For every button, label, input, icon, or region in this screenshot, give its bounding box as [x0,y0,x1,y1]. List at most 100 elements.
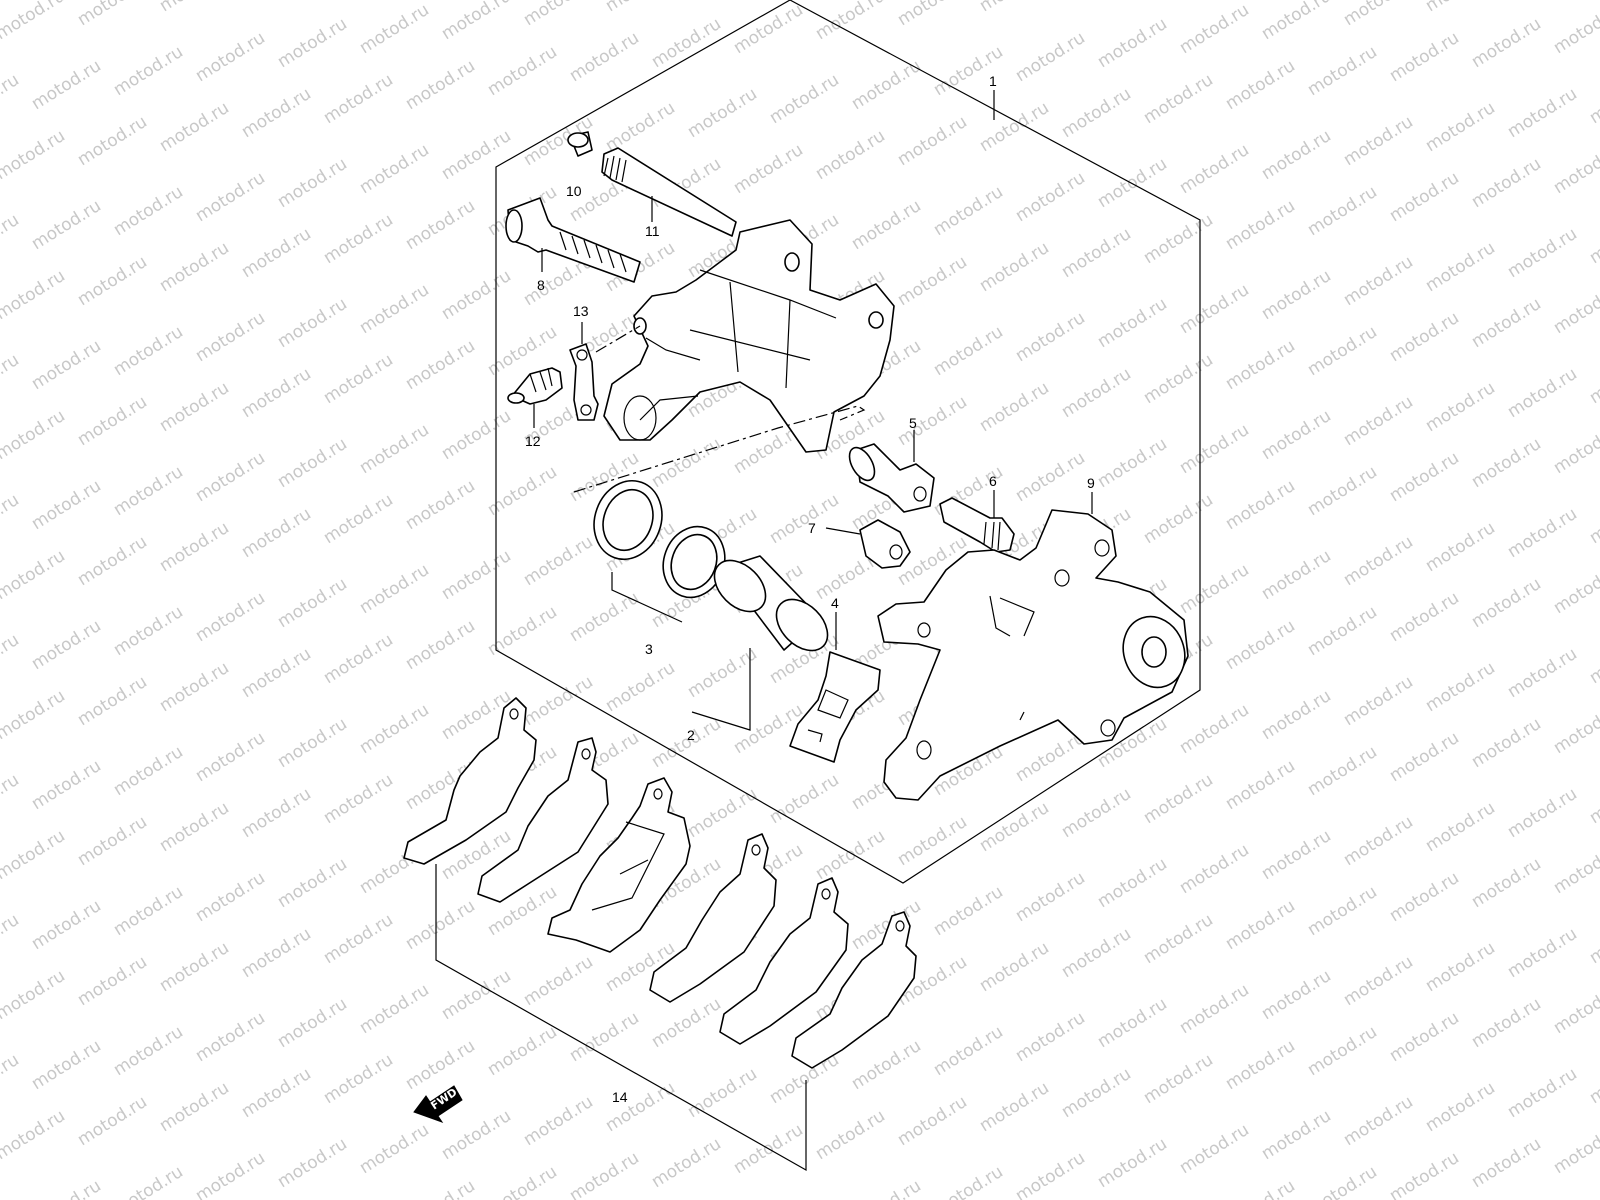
watermark-text: motod.ru [356,1120,433,1178]
watermark-text: motod.ru [192,308,269,366]
watermark-text: motod.ru [1422,238,1499,296]
caliper-body [603,219,895,453]
watermark-text: motod.ru [684,784,761,842]
watermark-text: motod.ru [1140,70,1217,128]
watermark-text: motod.ru [1340,812,1417,870]
watermark-text: motod.ru [848,56,925,114]
watermark-text: motod.ru [1058,224,1135,282]
watermark-text: motod.ru [484,42,561,100]
watermark-text: motod.ru [1504,644,1581,702]
watermark-text: motod.ru [648,434,725,492]
sleeve-bolt-6 [939,497,1015,553]
watermark-text: motod.ru [156,238,233,296]
watermark-text: motod.ru [74,952,151,1010]
watermark-text: motod.ru [238,364,315,422]
watermark-text: motod.ru [1258,0,1335,44]
watermark-text: motod.ru [156,938,233,996]
watermark-text: motod.ru [520,532,597,590]
watermark-text: motod.ru [766,70,843,128]
watermark-text: motod.ru [0,546,69,604]
watermark-text: motod.ru [1258,826,1335,884]
assembly-box-outline [495,0,1201,884]
watermark-text: motod.ru [1386,588,1463,646]
watermark-text: motod.ru [1304,1022,1381,1080]
watermark-text: motod.ru [438,266,515,324]
watermark-text: motod.ru [976,1078,1053,1136]
watermark-text: motod.ru [156,98,233,156]
watermark-text: motod.ru [602,1078,679,1136]
watermark-text: motod.ru [1176,700,1253,758]
watermark-text: motod.ru [1422,378,1499,436]
watermark-text: motod.ru [730,0,807,58]
watermark-text: motod.ru [730,700,807,758]
watermark-text: motod.ru [0,1106,69,1164]
watermark-text: motod.ru [74,392,151,450]
watermark-text: motod.ru [438,126,515,184]
watermark-text: motod.ru [356,140,433,198]
watermark-text: motod.ru [0,826,69,884]
watermark-text: motod.ru [1468,294,1545,352]
watermark-text: motod.ru [1258,126,1335,184]
watermark-text: motod.ru [1550,140,1600,198]
piston [713,555,829,652]
watermark-text: motod.ru [0,406,69,464]
watermark-text: motod.ru [192,728,269,786]
watermark-text: motod.ru [1176,560,1253,618]
watermark-text: motod.ru [1586,490,1600,548]
watermark-text: motod.ru [402,1036,479,1094]
watermark-text: motod.ru [1550,0,1600,58]
watermark-text: motod.ru [192,168,269,226]
watermark-text: motod.ru [274,854,351,912]
watermark-text: motod.ru [0,910,23,968]
watermark-text: motod.ru [1340,672,1417,730]
watermark-text: motod.ru [1304,742,1381,800]
watermark-text: motod.ru [520,1092,597,1150]
watermark-text: motod.ru [848,196,925,254]
watermark-text: motod.ru [0,1050,23,1108]
watermark-text: motod.ru [566,1008,643,1066]
watermark-text: motod.ru [930,882,1007,940]
watermark-text: motod.ru [1386,308,1463,366]
watermark-text: motod.ru [402,616,479,674]
watermark-text: motod.ru [848,1176,925,1200]
watermark-text: motod.ru [930,1162,1007,1200]
callout-label-3: 3 [645,641,653,657]
watermark-text: motod.ru [976,798,1053,856]
watermark-text: motod.ru [274,994,351,1052]
watermark-text: motod.ru [1386,28,1463,86]
watermark-text: motod.ru [730,140,807,198]
watermark-text: motod.ru [930,322,1007,380]
watermark-text: motod.ru [1176,980,1253,1038]
watermark-text: motod.ru [1258,686,1335,744]
watermark-text: motod.ru [1504,364,1581,422]
watermark-text: motod.ru [1550,980,1600,1038]
watermark-text: motod.ru [1468,994,1545,1052]
watermark-text: motod.ru [320,210,397,268]
watermark-text: motod.ru [520,952,597,1010]
watermark-text: motod.ru [274,434,351,492]
callout-label-12: 12 [525,433,541,449]
watermark-text: motod.ru [28,896,105,954]
watermark-text: motod.ru [1140,770,1217,828]
watermark-text: motod.ru [192,28,269,86]
watermark-text: motod.ru [1140,910,1217,968]
watermark-text: motod.ru [1586,210,1600,268]
watermark-text: motod.ru [1386,448,1463,506]
watermark-text: motod.ru [1586,1050,1600,1108]
watermark-text: motod.ru [1468,714,1545,772]
watermark-text: motod.ru [894,112,971,170]
watermark-text: motod.ru [1222,196,1299,254]
boot-7 [859,519,911,569]
watermark-text: motod.ru [1012,1008,1089,1066]
watermark-text: motod.ru [930,42,1007,100]
watermark-text: motod.ru [1094,1134,1171,1192]
watermark-text: motod.ru [0,686,69,744]
watermark-text: motod.ru [1422,798,1499,856]
watermark-text: motod.ru [438,406,515,464]
watermark-text: motod.ru [1012,868,1089,926]
watermark-text: motod.ru [976,238,1053,296]
watermark-text: motod.ru [74,252,151,310]
watermark-text: motod.ru [1468,14,1545,72]
